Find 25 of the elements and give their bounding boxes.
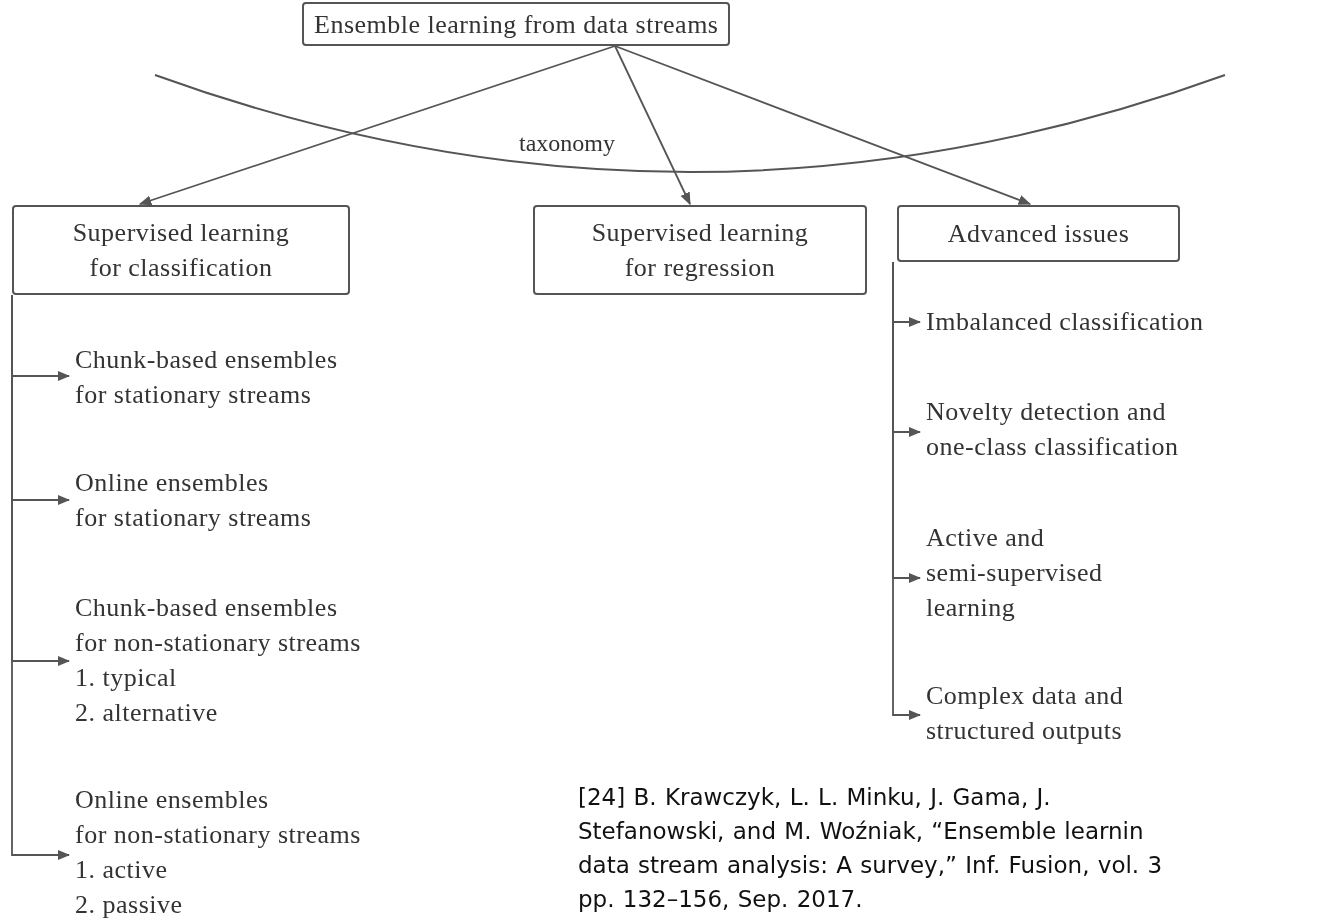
branch-label: Novelty detection and one-class classification [926,396,1179,463]
branch-label: Active and semi-supervised learning [926,522,1103,624]
list-item: 2. passive [75,889,183,921]
branch-label: Complex data and structured outputs [926,680,1124,747]
arrow [892,261,922,721]
branch-label: Imbalanced classification [926,306,1204,338]
list-item: 1. active [75,854,168,886]
category-box [12,205,350,295]
branch-label: Chunk-based ensembles for stationary streams [75,344,338,411]
category-box [897,205,1180,262]
branch-label: Chunk-based ensembles for non-stationary streams [75,592,361,659]
category-box [302,2,731,46]
box-label: Supervised learning for regression [591,217,809,284]
box-label: Ensemble learning from data streams [314,8,719,41]
citation: [24] B. Krawczyk, L. L. Minku, J. Gama, J. Stefanowski, and M. Woźniak, “Ensemble learnin data stream analysis: A survey,” Inf. Fusion, vol. 3 pp. 132–156, Sep. 2017. [578,783,1164,914]
arrow [138,45,616,206]
list-item: 2. alternative [75,697,218,729]
branch-label: Online ensembles for non-stationary streams [75,784,361,851]
branch-label: Online ensembles for stationary streams [75,467,312,534]
arrow [614,45,691,206]
box-label: Advanced issues [947,218,1130,250]
category-box [533,205,867,295]
box-label: Supervised learning for classification [72,217,290,284]
arrow [614,45,1032,205]
list-item: 1. typical [75,662,177,694]
